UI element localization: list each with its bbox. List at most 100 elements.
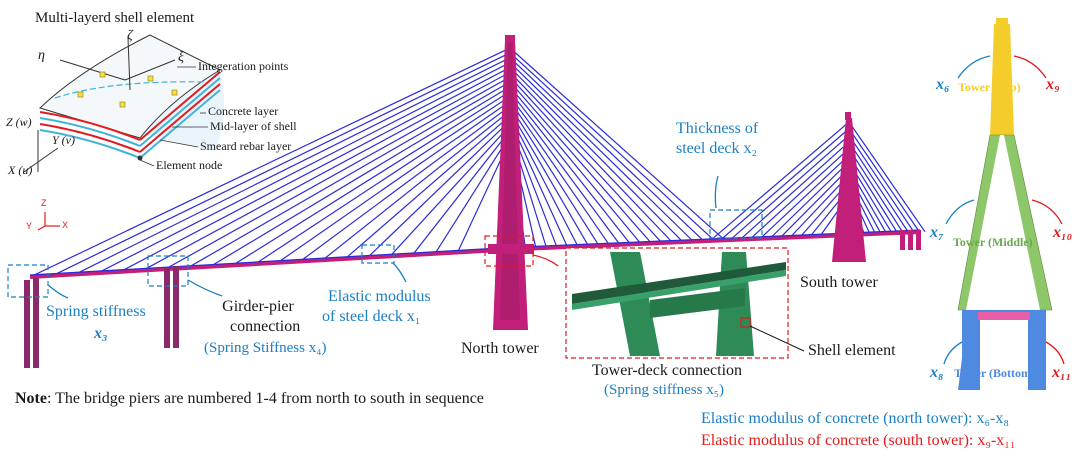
stay-cable — [789, 174, 850, 238]
stay-cable — [97, 61, 511, 274]
stay-cable — [509, 91, 631, 245]
mid-layer-label: Mid-layer of shell — [210, 119, 297, 133]
stay-cable — [344, 115, 511, 260]
stay-cable — [119, 66, 511, 273]
south-tower — [832, 112, 866, 262]
small-axis-z: Z — [41, 198, 47, 208]
stay-cable — [187, 81, 511, 269]
stay-cable — [509, 120, 569, 248]
element-node-label: Element node — [156, 158, 223, 172]
stay-cable — [779, 168, 850, 239]
note-text: Note: The bridge piers are numbered 1-4 … — [15, 390, 484, 408]
x9-label: x₉ — [1046, 76, 1060, 93]
stay-cable — [509, 66, 684, 243]
x10-label: x₁₀ — [1053, 224, 1073, 241]
x6-label: x₆ — [936, 76, 950, 93]
stay-cable — [509, 52, 715, 242]
axis-x-label: X (u) — [8, 163, 33, 177]
tower-deck-zoom-inset — [565, 247, 805, 359]
north-tower-label: North tower — [461, 340, 539, 357]
stay-cable — [509, 76, 663, 244]
stay-cable — [509, 110, 590, 247]
stay-cable — [509, 96, 621, 246]
stay-cable — [509, 57, 705, 242]
stay-cable — [509, 81, 652, 244]
stay-cable — [29, 47, 511, 278]
small-axis-y: Y — [26, 221, 33, 231]
stay-cable — [848, 141, 910, 233]
stay-cable — [277, 100, 511, 264]
axis-z-label: Z (w) — [6, 115, 32, 129]
shell-title: Multi-layerd shell element — [35, 10, 195, 26]
stay-cables — [29, 47, 926, 278]
eta-label: η — [38, 48, 45, 63]
stay-cable — [322, 110, 511, 261]
axis-y-label: Y (v) — [52, 133, 75, 147]
elastic-deck-label-1: Elastic modulus — [328, 288, 431, 305]
zeta-label: ζ — [127, 28, 133, 43]
stay-cable — [749, 148, 850, 240]
stay-cable — [509, 115, 579, 247]
stay-cable — [412, 129, 511, 256]
stay-cable — [509, 105, 600, 246]
stay-cable — [848, 134, 915, 233]
stay-cable — [759, 154, 850, 240]
stay-cable — [509, 62, 694, 243]
stay-cable — [709, 121, 850, 242]
stay-cable — [848, 154, 899, 234]
north-tower — [488, 35, 534, 330]
x3-label: x₃ — [94, 325, 108, 342]
stay-cable — [142, 71, 511, 272]
stay-cable — [729, 134, 850, 241]
rebar-layer-label: Smeard rebar layer — [200, 139, 292, 153]
stay-cable — [719, 128, 850, 241]
callout-boxes — [7, 209, 763, 298]
stay-cable — [434, 134, 511, 255]
coordinate-axes-small — [37, 212, 60, 231]
stay-cable — [848, 128, 920, 233]
x11-label: x₁₁ — [1052, 364, 1072, 381]
legend-south: Elastic modulus of concrete (south tower… — [701, 432, 1016, 449]
girder-pier-label-1: Girder-pier — [222, 298, 294, 315]
stay-cable — [389, 125, 511, 257]
tower-bottom-label: Tower (Bottom) — [954, 366, 1035, 380]
stay-cable — [848, 121, 926, 233]
stay-cable — [209, 86, 511, 268]
small-axis-x: X — [62, 220, 69, 230]
stay-cable — [848, 148, 904, 234]
tower-top-label: Tower (Top) — [958, 80, 1021, 94]
xi-label: ξ — [178, 50, 184, 65]
stay-cable — [367, 120, 511, 259]
elastic-deck-label-2: of steel deck x₁ — [322, 308, 421, 325]
bridge-piers — [24, 230, 921, 368]
integration-points-label: Integeration points — [198, 59, 289, 73]
shell-element-diagram — [23, 34, 224, 173]
concrete-layer-label: Concrete layer — [208, 104, 279, 118]
stay-cable — [509, 86, 642, 245]
x8-label: x₈ — [930, 364, 944, 381]
legend-north: Elastic modulus of concrete (north tower… — [701, 410, 1009, 427]
stay-cable — [739, 141, 850, 241]
tower-deck-label-2: (Spring stiffness x₅) — [604, 382, 724, 398]
stay-cable — [254, 95, 511, 265]
south-tower-label: South tower — [800, 274, 878, 291]
girder-pier-label-3: (Spring Stiffness x₄) — [204, 340, 327, 356]
stay-cable — [509, 71, 673, 243]
note-body: : The bridge piers are numbered 1-4 from… — [46, 390, 484, 407]
stay-cable — [74, 57, 511, 275]
x7-label: x₇ — [930, 224, 944, 241]
stay-cable — [509, 47, 726, 241]
stay-cable — [509, 100, 610, 246]
thickness-label-2: steel deck x₂ — [676, 140, 758, 157]
spring-stiffness-label: Spring stiffness — [46, 303, 146, 320]
thickness-label-1: Thickness of — [676, 120, 759, 137]
stay-cable — [52, 52, 511, 277]
stay-cable — [769, 161, 850, 239]
stay-cable — [232, 91, 511, 266]
tower-deck-label-1: Tower-deck connection — [592, 362, 743, 379]
stay-cable — [299, 105, 511, 262]
girder-pier-label-2: connection — [230, 318, 301, 335]
shell-element-label: Shell element — [808, 342, 896, 359]
stay-cable — [164, 76, 511, 270]
